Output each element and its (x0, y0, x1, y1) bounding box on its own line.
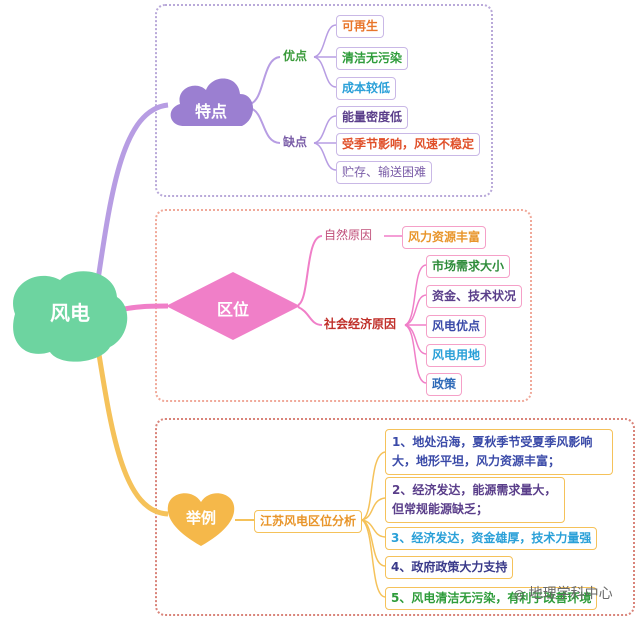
natural-item-wind: 风力资源丰富 (402, 226, 487, 249)
features-node-label: 特点 (194, 102, 227, 121)
location-node-label: 区位 (216, 300, 249, 319)
features-frame (155, 4, 493, 197)
example-item-5: 5、风电清洁无污染，有利于改善环境 (385, 587, 598, 610)
social-item-advantages: 风电优点 (426, 315, 487, 338)
example-heart-shape (167, 493, 235, 546)
example-frame (155, 418, 635, 616)
pros-item-low-cost: 成本较低 (336, 77, 397, 100)
wechat-icon: ◎ (514, 587, 525, 601)
root-node-label: 风电 (50, 301, 90, 325)
location-diamond-shape (166, 272, 300, 340)
example-node-label: 举例 (185, 509, 216, 527)
watermark-text: 地理学科中心 (528, 586, 613, 602)
social-item-policy: 政策 (426, 373, 463, 396)
example-item-4: 4、政府政策大力支持 (385, 556, 514, 579)
cons-item-seasonal: 受季节影响，风速不稳定 (336, 133, 481, 156)
pros-item-renewable: 可再生 (336, 15, 385, 38)
root-leaf-shape (13, 271, 128, 362)
pros-item-clean: 清洁无污染 (336, 47, 409, 70)
social-item-capital: 资金、技术状况 (426, 285, 523, 308)
example-item-3: 3、经济发达，资金雄厚，技术力量强 (385, 527, 598, 550)
social-item-market: 市场需求大小 (426, 255, 511, 278)
social-reason-label: 社会经济原因 (324, 317, 397, 331)
natural-reason-label: 自然原因 (324, 228, 373, 242)
cons-item-storage: 贮存、输送困难 (336, 161, 433, 184)
social-item-land: 风电用地 (426, 344, 487, 367)
cons-label: 缺点 (283, 135, 308, 149)
features-cloud-shape (170, 78, 254, 126)
pros-label: 优点 (283, 49, 308, 63)
cons-item-low-density: 能量密度低 (336, 106, 409, 129)
example-item-1: 1、地处沿海，夏秋季节受夏季风影响大，地形平坦，风力资源丰富； (385, 429, 613, 475)
example-item-2: 2、经济发达，能源需求量大，但常规能源缺乏； (385, 477, 565, 523)
watermark: ◎ 地理学科中心 (514, 583, 613, 603)
jiangsu-analysis-label: 江苏风电区位分析 (254, 510, 363, 533)
